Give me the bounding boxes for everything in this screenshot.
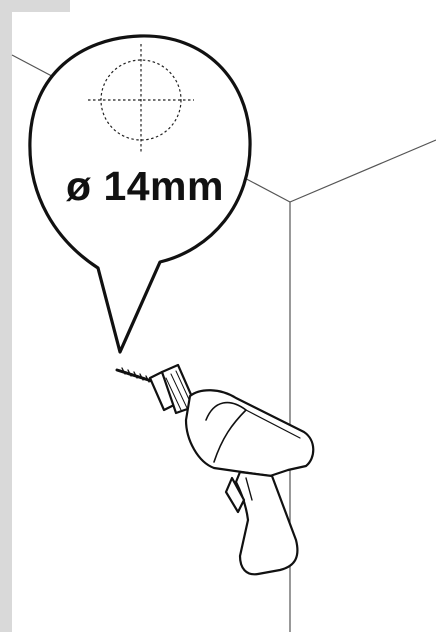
- dashed-circle-crosshair-icon: [88, 44, 194, 152]
- top-margin-strip: [0, 0, 70, 12]
- power-drill-icon: [115, 363, 315, 576]
- ceiling-edge-right: [289, 139, 436, 203]
- hole-diameter-label: ø 14mm: [66, 162, 224, 209]
- left-margin-strip: [0, 0, 12, 632]
- callout-bubble: [28, 34, 252, 354]
